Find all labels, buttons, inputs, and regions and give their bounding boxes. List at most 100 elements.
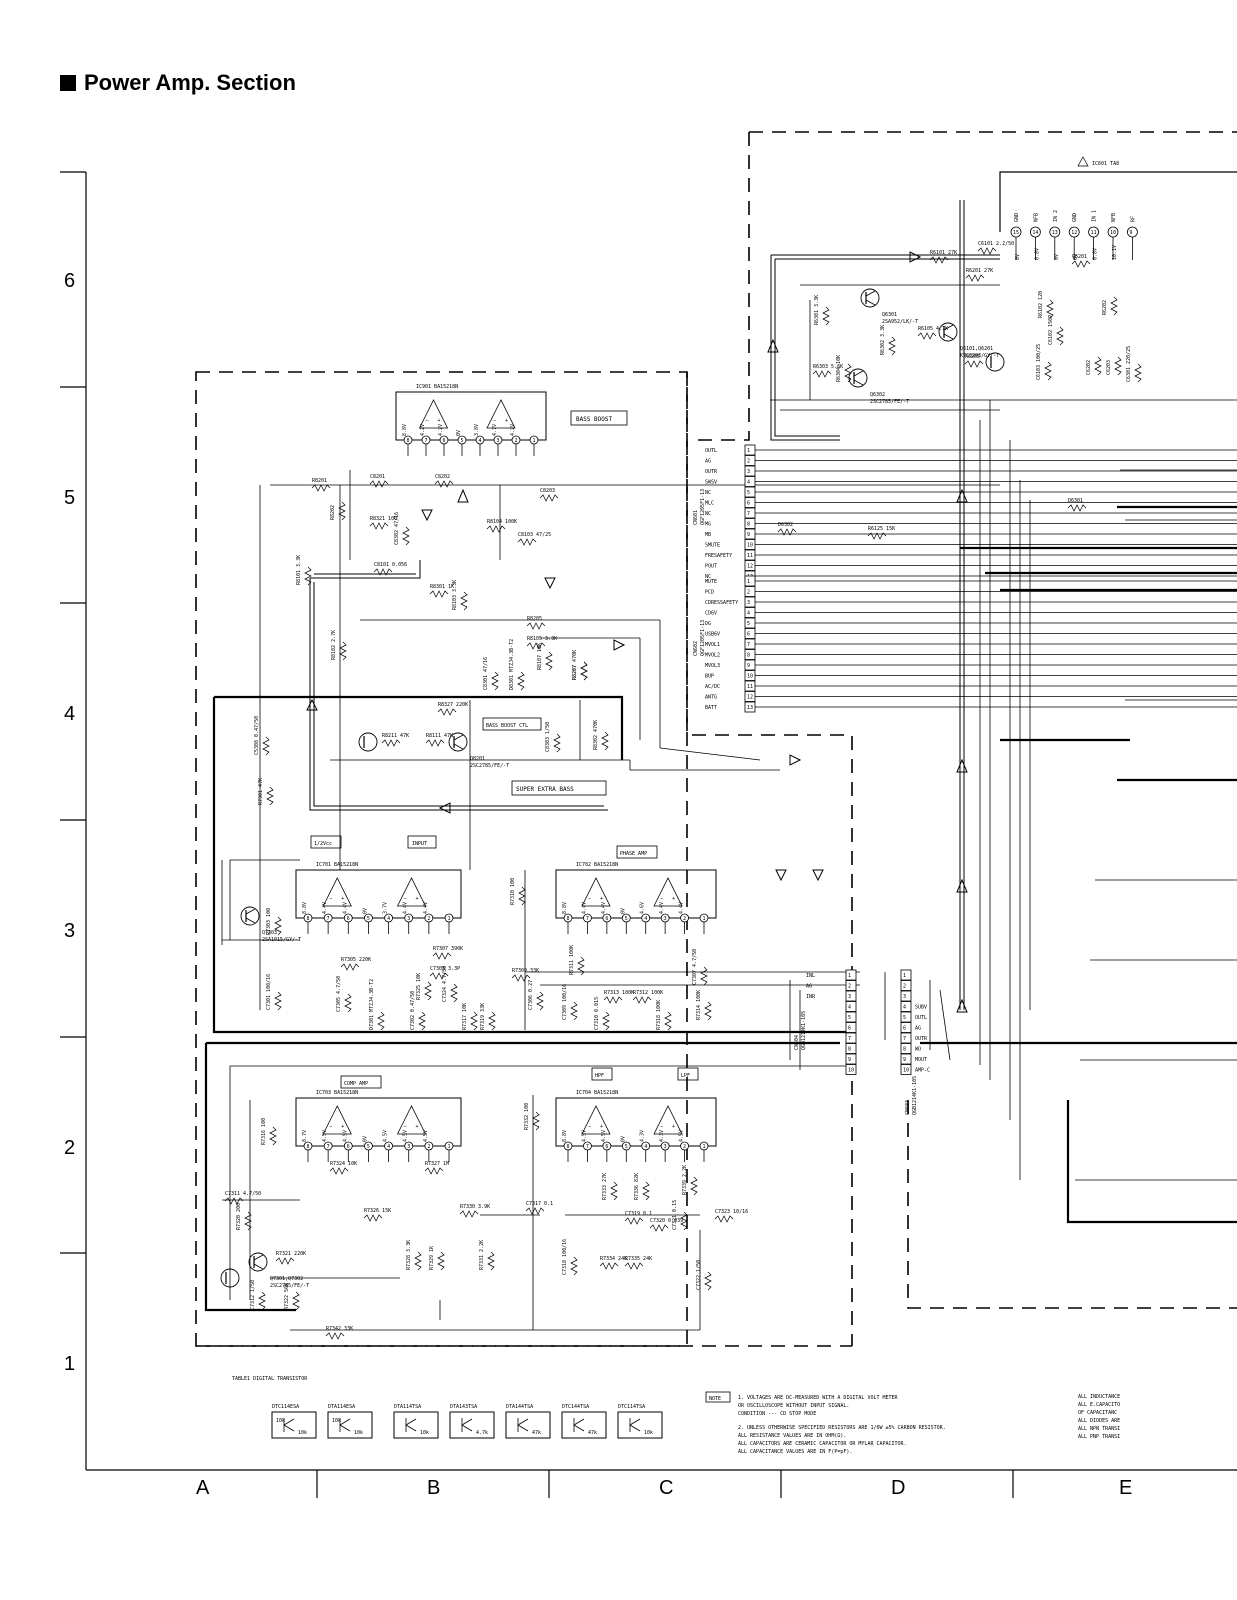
table-item-name: DTC114ESA: [272, 1404, 299, 1410]
warning-icon: [1077, 156, 1089, 167]
svg-text:4.3V: 4.3V: [659, 1130, 665, 1142]
component-r8302: R8302 470K: [593, 720, 609, 751]
pin-label: MB: [705, 532, 711, 538]
transistor-icon: [220, 1268, 240, 1288]
svg-text:R7305 220K: R7305 220K: [341, 957, 371, 963]
ic-label: IC702 BA15218N: [576, 862, 618, 868]
arrow-up-icon: [956, 488, 968, 503]
lpf-label: LPF: [681, 1073, 690, 1079]
svg-text:6: 6: [443, 438, 446, 444]
table-item-name: DTC144TSA: [562, 1404, 589, 1410]
pin-label: MVOL1: [705, 642, 720, 648]
svg-text:8: 8: [307, 1144, 310, 1150]
svg-text:R6125 15K: R6125 15K: [868, 526, 895, 532]
svg-text:8: 8: [407, 438, 410, 444]
svg-text:D6301: D6301: [1068, 498, 1083, 504]
svg-text:6: 6: [848, 1026, 851, 1032]
svg-text:3: 3: [747, 469, 750, 475]
svg-text:0V: 0V: [620, 908, 626, 914]
component-c7306: C7306 0.27: [528, 980, 544, 1011]
svg-text:R7329 1K: R7329 1K: [429, 1246, 435, 1270]
component-c8101: C8101 0.056: [373, 562, 407, 576]
svg-text:R7301 47K: R7301 47K: [258, 778, 264, 805]
svg-text:R8207: R8207: [572, 665, 578, 680]
component-c6201: C6201: [1071, 254, 1091, 268]
svg-text:R7326 15K: R7326 15K: [364, 1208, 391, 1214]
component-r7336: R7336 82K: [634, 1173, 650, 1201]
svg-text:2: 2: [427, 916, 430, 922]
pin-label: FRESAFETY: [705, 553, 732, 559]
svg-text:C6202: C6202: [1086, 360, 1092, 375]
table-item-r1: 4.7k: [476, 1430, 488, 1436]
table-item-r2: 10k: [332, 1418, 341, 1424]
svg-text:14: 14: [1032, 230, 1038, 236]
row-label: 4: [64, 703, 75, 725]
component-c6301: C6301 220/25: [1126, 346, 1142, 383]
svg-text:R6304 10K: R6304 10K: [836, 355, 842, 382]
svg-text:4: 4: [903, 1005, 906, 1011]
svg-text:8: 8: [747, 522, 750, 528]
svg-text:4.2V: 4.2V: [420, 424, 426, 436]
svg-text:R7334 24K: R7334 24K: [600, 1256, 627, 1262]
pin-label: INR: [806, 994, 816, 1000]
component-r7334: R7334 24K: [599, 1256, 627, 1270]
svg-text:−: −: [329, 1124, 332, 1130]
svg-text:4.4V: 4.4V: [342, 902, 348, 914]
component-r8107: R8107 10K: [537, 643, 553, 671]
component-r8102: R8102 2.7K: [331, 630, 347, 661]
svg-text:R8321 100: R8321 100: [370, 516, 397, 522]
svg-text:8: 8: [848, 1047, 851, 1053]
row-label: 3: [64, 920, 75, 942]
svg-text:2: 2: [747, 459, 750, 465]
svg-text:8.7V: 8.7V: [302, 1130, 308, 1142]
component-c6203: C6203: [1106, 356, 1122, 376]
ic-ic703: IC703 BA15218N−+−+88.7V74.5V64.5V50V44.5…: [295, 1090, 462, 1162]
note-line: CONDITION --- CD STOP MODE: [738, 1411, 816, 1417]
transistor-label: 2SC2785/FE/-T: [470, 763, 509, 769]
component-r7326: R7326 15K: [363, 1208, 391, 1222]
title-square-icon: [60, 75, 76, 91]
svg-text:8: 8: [567, 1144, 570, 1150]
svg-text:4.4V: 4.4V: [659, 902, 665, 914]
component-r6201: R6201 27K: [965, 268, 993, 282]
svg-text:0V: 0V: [1073, 254, 1079, 260]
svg-text:R8101 3.3K: R8101 3.3K: [296, 555, 302, 585]
component-c5308: C5308 0.47/50: [254, 716, 270, 756]
pin-label: AC/DC: [705, 684, 720, 690]
svg-text:C7302 0.47/50: C7302 0.47/50: [410, 991, 416, 1030]
svg-text:4: 4: [747, 611, 750, 617]
component-r7342: R7342 33K: [325, 1326, 353, 1340]
pin-label: SMUTE: [705, 543, 720, 549]
svg-text:C8301 47/16: C8301 47/16: [483, 657, 489, 690]
component-r7327: R7327 1M: [424, 1161, 449, 1175]
svg-text:9: 9: [848, 1057, 851, 1063]
svg-text:R7332 100: R7332 100: [524, 1103, 530, 1130]
frame: [60, 171, 1237, 1498]
svg-text:C8202: C8202: [435, 474, 450, 480]
svg-text:R7342 33K: R7342 33K: [326, 1326, 353, 1332]
svg-text:R6201 27K: R6201 27K: [966, 268, 993, 274]
svg-text:R8104 100K: R8104 100K: [487, 519, 517, 525]
svg-text:7: 7: [425, 438, 428, 444]
transistor-icon: [358, 732, 378, 752]
svg-text:+: +: [505, 418, 508, 424]
svg-text:C8303 1/50: C8303 1/50: [545, 722, 551, 752]
svg-text:R7310 100: R7310 100: [510, 878, 516, 905]
pin-label: MLC: [705, 501, 714, 507]
svg-text:R7320 200: R7320 200: [236, 1203, 242, 1230]
table-item-name: DTA144TSA: [506, 1404, 533, 1410]
svg-text:3: 3: [664, 1144, 667, 1150]
svg-text:7: 7: [747, 511, 750, 517]
table-item-name: DTA114TSA: [394, 1404, 421, 1410]
svg-text:R8327 220K: R8327 220K: [438, 702, 468, 708]
component-r7311: R7311 100K: [569, 945, 585, 976]
svg-text:C6101 2.2/50: C6101 2.2/50: [978, 241, 1014, 247]
svg-text:C8101 0.056: C8101 0.056: [374, 562, 407, 568]
